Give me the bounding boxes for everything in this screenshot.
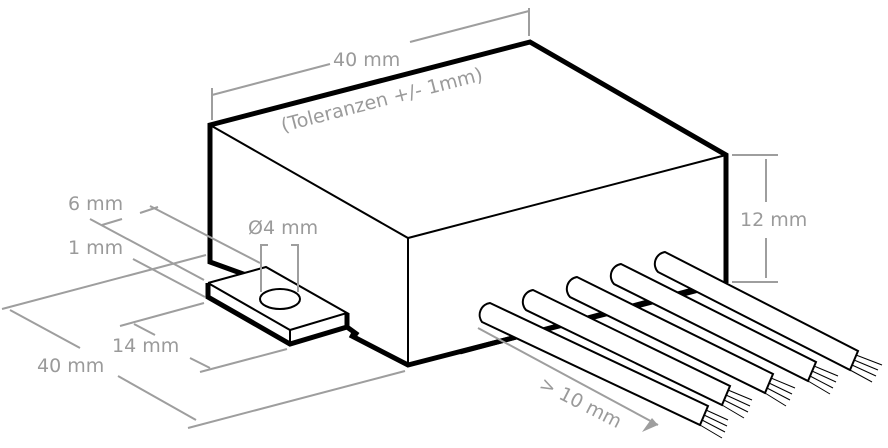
wire-5: [653, 250, 883, 383]
wire-1: [478, 301, 729, 439]
height-label: 12 mm: [740, 209, 807, 231]
mounting-hole: [259, 288, 301, 310]
dimension-lines: [1, 8, 778, 432]
hole-diameter-label: Ø4 mm: [248, 217, 318, 239]
top-width-label: 40 mm: [333, 49, 400, 71]
wire-3: [565, 275, 796, 407]
flange-length-label: 14 mm: [112, 335, 179, 357]
wire-4: [609, 262, 839, 395]
wire-2: [521, 288, 753, 419]
mounting-flange: [205, 265, 360, 347]
depth-label: 40 mm: [37, 355, 104, 377]
wire-leads: [459, 250, 883, 439]
flange-thickness-label: 1 mm: [68, 237, 123, 259]
arrowhead-icon: [642, 418, 658, 432]
flange-width-label: 6 mm: [68, 193, 123, 215]
